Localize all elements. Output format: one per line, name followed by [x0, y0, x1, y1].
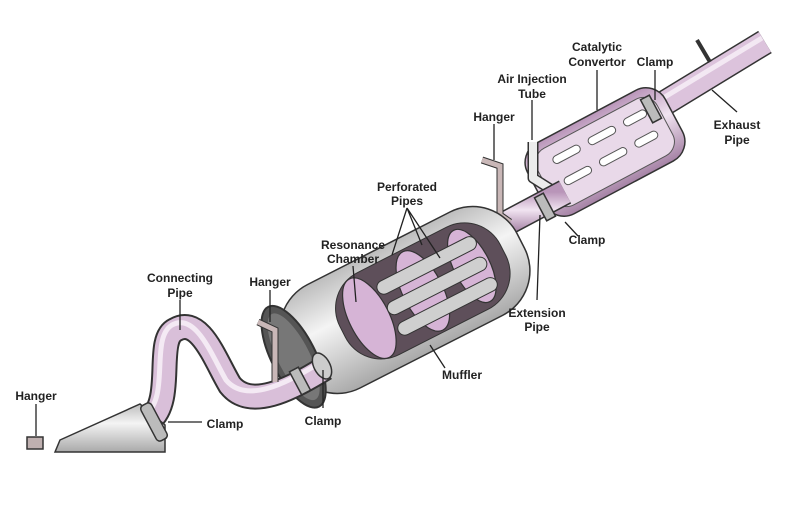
- air-injection-tube: [527, 142, 555, 195]
- tail-resonator: [26, 402, 169, 453]
- clamp-extension: [533, 192, 557, 222]
- label-hanger-left: Hanger: [15, 389, 57, 403]
- clamp-left: [139, 402, 169, 442]
- clamp-muffler-part: [311, 352, 333, 380]
- label-air-injection-2: Tube: [518, 87, 546, 101]
- label-exhaust-pipe-1: Exhaust: [714, 118, 761, 132]
- hanger-mid: [256, 318, 279, 382]
- hanger-left-bracket: [26, 436, 44, 450]
- label-perforated-pipes-2: Pipes: [391, 194, 423, 208]
- label-hanger-top: Hanger: [473, 110, 515, 124]
- connecting-pipe: [140, 314, 333, 431]
- label-connecting-pipe-2: Pipe: [167, 286, 193, 300]
- label-exhaust-pipe-2: Pipe: [724, 133, 750, 147]
- label-perforated-pipes-1: Perforated: [377, 180, 437, 194]
- label-extension-pipe-1: Extension: [508, 306, 565, 320]
- label-clamp-extension: Clamp: [569, 233, 606, 247]
- leader-lines: [35, 70, 738, 436]
- label-catalytic-convertor-1: Catalytic: [572, 40, 622, 54]
- label-clamp-muffler: Clamp: [305, 414, 342, 428]
- clamp-cat: [639, 94, 663, 124]
- label-catalytic-convertor-2: Convertor: [568, 55, 626, 69]
- muffler: [260, 205, 531, 409]
- label-extension-pipe-2: Pipe: [524, 320, 550, 334]
- perforated-pipes: [376, 236, 498, 336]
- label-muffler: Muffler: [442, 368, 482, 382]
- catalytic-converter: [524, 87, 686, 217]
- label-hanger-mid: Hanger: [249, 275, 291, 289]
- label-resonance-chamber-2: Chamber: [327, 252, 379, 266]
- exhaust-pipe: [643, 30, 772, 124]
- label-clamp-cat: Clamp: [637, 55, 674, 69]
- label-clamp-left: Clamp: [207, 417, 244, 431]
- label-resonance-chamber-1: Resonance: [321, 238, 385, 252]
- label-air-injection-1: Air Injection: [497, 72, 566, 86]
- clamp-pipe: [288, 366, 312, 396]
- label-connecting-pipe-1: Connecting: [147, 271, 213, 285]
